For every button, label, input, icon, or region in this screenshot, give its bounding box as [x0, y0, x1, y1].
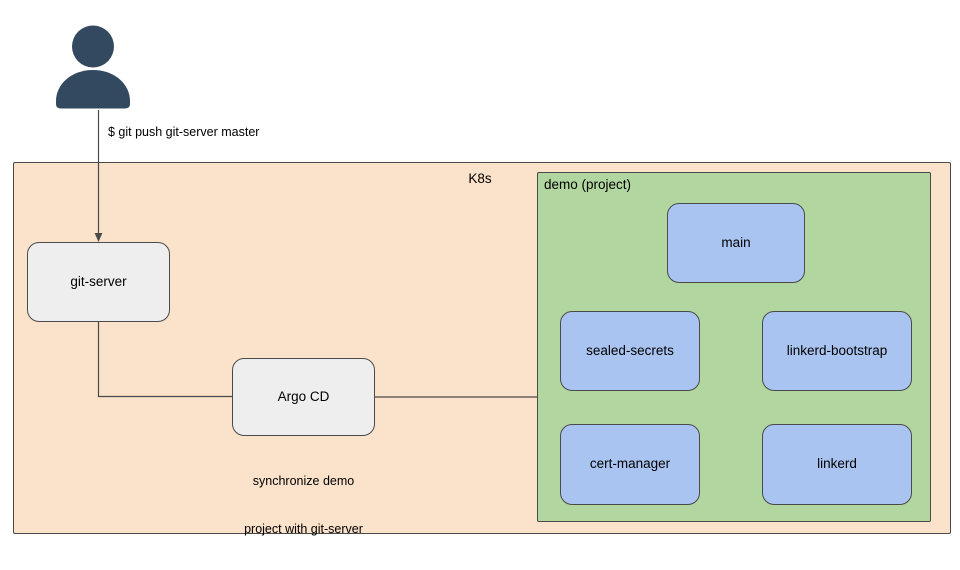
edge-label-git-push: $ git push git-server master	[108, 125, 260, 139]
container-demo-project-label: demo (project)	[544, 177, 632, 192]
node-sealed-secrets-label: sealed-secrets	[586, 342, 674, 358]
node-cert-manager-label: cert-manager	[589, 456, 671, 472]
edge-label-synchronize-line1: synchronize demo	[252, 473, 355, 488]
node-argo-cd-label: Argo CD	[277, 388, 330, 404]
node-main[interactable]: main	[667, 203, 805, 283]
node-sealed-secrets[interactable]: sealed-secrets	[560, 311, 700, 391]
node-linkerd-bootstrap[interactable]: linkerd-bootstrap	[762, 311, 912, 391]
node-linkerd-bootstrap-label: linkerd-bootstrap	[786, 342, 888, 358]
node-main-label: main	[721, 234, 751, 250]
diagram-canvas: K8s demo (project) $ git push git-server…	[13, 25, 951, 536]
node-cert-manager[interactable]: cert-manager	[560, 424, 700, 505]
edge-label-synchronize: synchronize demo project with git-server	[232, 440, 375, 570]
node-linkerd-label: linkerd	[817, 456, 857, 472]
person-icon	[50, 25, 136, 109]
edge-label-synchronize-line2: project with git-server	[244, 522, 363, 537]
node-git-server[interactable]: git-server	[27, 242, 170, 322]
node-git-server-label: git-server	[70, 273, 127, 289]
node-argo-cd[interactable]: Argo CD	[232, 358, 375, 436]
node-linkerd[interactable]: linkerd	[762, 424, 912, 505]
container-k8s-label: K8s	[468, 171, 492, 186]
